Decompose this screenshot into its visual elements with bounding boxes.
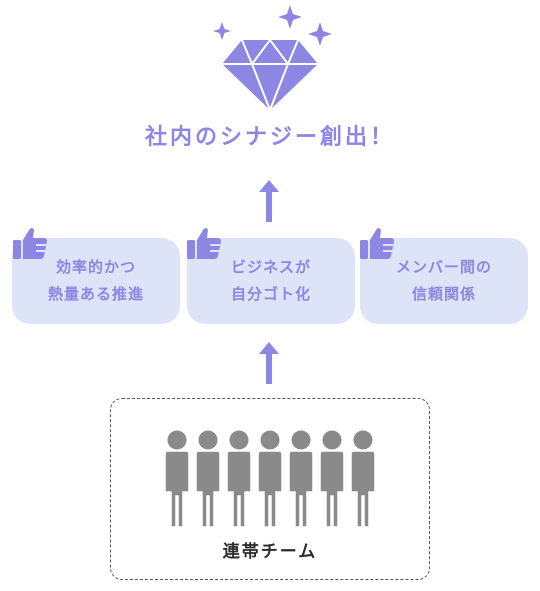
up-arrow-icon	[259, 180, 279, 222]
diamond-icon	[213, 5, 332, 111]
benefit-card-efficiency: 効率的かつ 熱量ある推進	[12, 238, 180, 324]
person-icon	[164, 430, 190, 528]
team-box	[110, 398, 430, 580]
person-icon	[257, 430, 283, 528]
headline: 社内のシナジー創出！	[144, 125, 395, 150]
thumbs-up-icon	[360, 228, 394, 259]
card-line: ビジネスが	[230, 258, 311, 276]
thumbs-up-icon	[187, 228, 221, 259]
person-icon	[226, 430, 252, 528]
person-icon	[350, 430, 376, 528]
person-icon	[288, 430, 314, 528]
card-line: 効率的かつ	[55, 258, 136, 276]
sparkle-icon	[278, 5, 302, 29]
card-line: 信頼関係	[411, 285, 476, 303]
card-line: 自分ゴト化	[230, 285, 311, 303]
thumbs-up-icon	[13, 228, 47, 259]
person-icon	[195, 430, 221, 528]
team-people-group	[164, 430, 376, 528]
team-label: 連帯チーム	[222, 542, 318, 562]
sparkle-icon	[308, 22, 332, 46]
sparkle-icon	[213, 22, 231, 40]
person-icon	[319, 430, 345, 528]
card-line: 熱量ある推進	[47, 285, 144, 303]
card-line: メンバー間の	[395, 258, 492, 276]
up-arrow-icon	[259, 342, 279, 384]
